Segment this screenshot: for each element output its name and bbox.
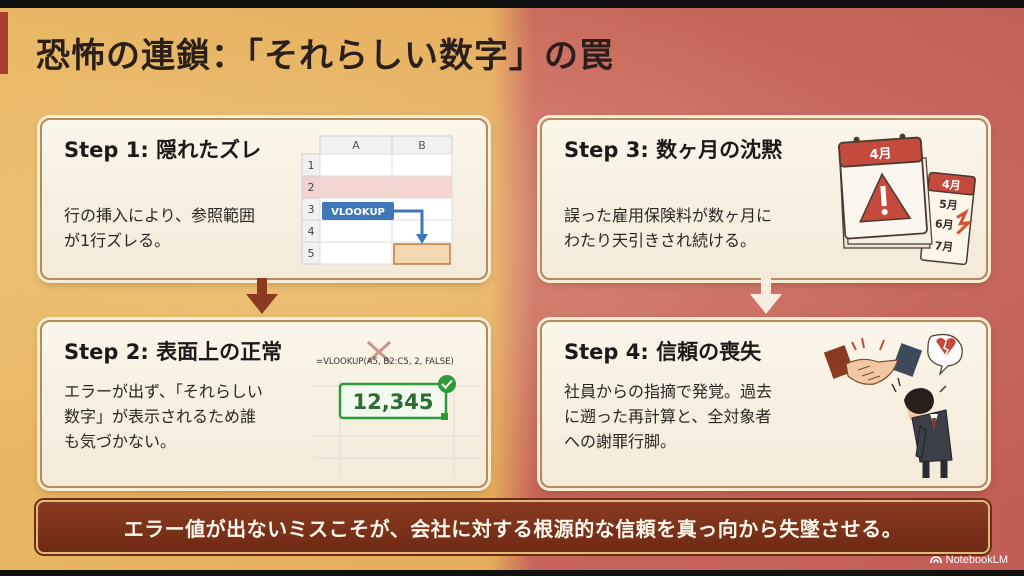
step-1-body-line: 行の挿入により、参照範囲	[64, 206, 256, 225]
step-2-body: エラーが出ず、「それらしい 数字」が表示されるため誰 も気づかない。	[64, 380, 263, 454]
x-mark-icon	[366, 340, 392, 364]
conclusion-text: エラー値が出ないミスこそが、会社に対する根源的な信頼を真っ向から失墜させる。	[123, 516, 903, 541]
step-1-card: Step 1: 隠れたズレ 行の挿入により、参照範囲 が1行ズレる。 A B	[40, 118, 488, 280]
calendar-warning-icon: 4月 5月 6月 7月 4月	[838, 133, 976, 266]
column-header-b: B	[418, 139, 426, 152]
step-3-body: 誤った雇用保険料が数ヶ月に わたり天引きされ続ける。	[564, 204, 772, 254]
step-2-card: Step 2: 表面上の正常 エラーが出ず、「それらしい 数字」が表示されるため…	[40, 320, 488, 488]
step-4-body: 社員からの指摘で発覚。過去 に遡った再計算と、全対象者 への謝罪行脚。	[564, 380, 772, 454]
calendar-month-label: 4月	[869, 146, 892, 163]
apology-illustration	[823, 333, 963, 478]
formula-illustration: =VLOOKUP(A5, B2:C5, 2, FALSE) 12,345	[314, 340, 480, 478]
step-2-body-line: エラーが出ず、「それらしい	[64, 382, 263, 401]
broken-heart-icon	[927, 333, 963, 376]
title-accent-bar	[0, 12, 8, 74]
arrow-down-icon	[246, 278, 278, 314]
row-number-4: 4	[308, 225, 315, 238]
step-4-heading: Step 4: 信頼の喪失	[564, 340, 762, 364]
formula-text: =VLOOKUP(A5, B2:C5, 2, FALSE)	[316, 357, 454, 367]
column-header-a: A	[352, 139, 360, 152]
step-3-card: Step 3: 数ヶ月の沈黙 誤った雇用保険料が数ヶ月に わたり天引きされ続ける…	[540, 118, 988, 280]
vlookup-label: VLOOKUP	[331, 207, 385, 218]
step-2-body-line: 数字」が表示されるため誰	[64, 406, 257, 426]
step-1-heading: Step 1: 隠れたズレ	[64, 138, 262, 162]
step-4-card: Step 4: 信頼の喪失 社員からの指摘で発覚。過去 に遡った再計算と、全対象…	[540, 320, 988, 488]
slide-title: 恐怖の連鎖：「それらしい数字」の罠	[36, 36, 614, 76]
step-2-body-line: も気づかない。	[64, 431, 177, 451]
step-3-heading: Step 3: 数ヶ月の沈黙	[564, 138, 783, 162]
bowing-person-icon	[891, 377, 953, 478]
step-2-heading: Step 2: 表面上の正常	[64, 340, 283, 364]
check-badge-icon	[438, 375, 456, 393]
calendar-month-label: 6月	[934, 217, 954, 232]
row-number-3: 3	[308, 203, 315, 216]
notebooklm-logo-icon	[929, 556, 942, 564]
brand-watermark: NotebookLM	[929, 554, 1008, 566]
result-cell	[338, 382, 448, 420]
spreadsheet-illustration: A B 1 2 3 4 5 VLOOKUP	[301, 135, 453, 265]
step-1-body-line: が1行ズレる。	[64, 230, 171, 250]
row-number-2: 2	[308, 181, 315, 194]
brand-label: NotebookLM	[945, 554, 1008, 566]
step-4-body-line: への謝罪行脚。	[564, 431, 677, 451]
step-4-body-line: に遡った再計算と、全対象者	[564, 406, 772, 426]
row-number-1: 1	[308, 159, 315, 172]
step-3-body-line: わたり天引きされ続ける。	[564, 230, 757, 250]
arrow-down-icon	[750, 278, 782, 314]
lookup-arrow	[394, 209, 424, 236]
step-1-body: 行の挿入により、参照範囲 が1行ズレる。	[64, 204, 255, 254]
step-3-body-line: 誤った雇用保険料が数ヶ月に	[564, 206, 773, 225]
step-4-body-line: 社員からの指摘で発覚。過去	[564, 382, 773, 401]
slide: 恐怖の連鎖：「それらしい数字」の罠 Step 1: 隠れたズレ 行の挿入により、…	[0, 8, 1024, 570]
target-cell	[393, 243, 451, 265]
vlookup-chip	[322, 202, 394, 220]
calendar-month-label: 5月	[938, 197, 958, 212]
conclusion-banner: エラー値が出ないミスこそが、会社に対する根源的な信頼を真っ向から失墜させる。	[36, 500, 990, 554]
handshake-icon	[823, 337, 923, 385]
row-number-5: 5	[308, 247, 315, 260]
result-value: 12,345	[352, 390, 433, 414]
calendar-month-label: 4月	[941, 178, 961, 193]
calendar-month-label: 7月	[934, 239, 954, 254]
